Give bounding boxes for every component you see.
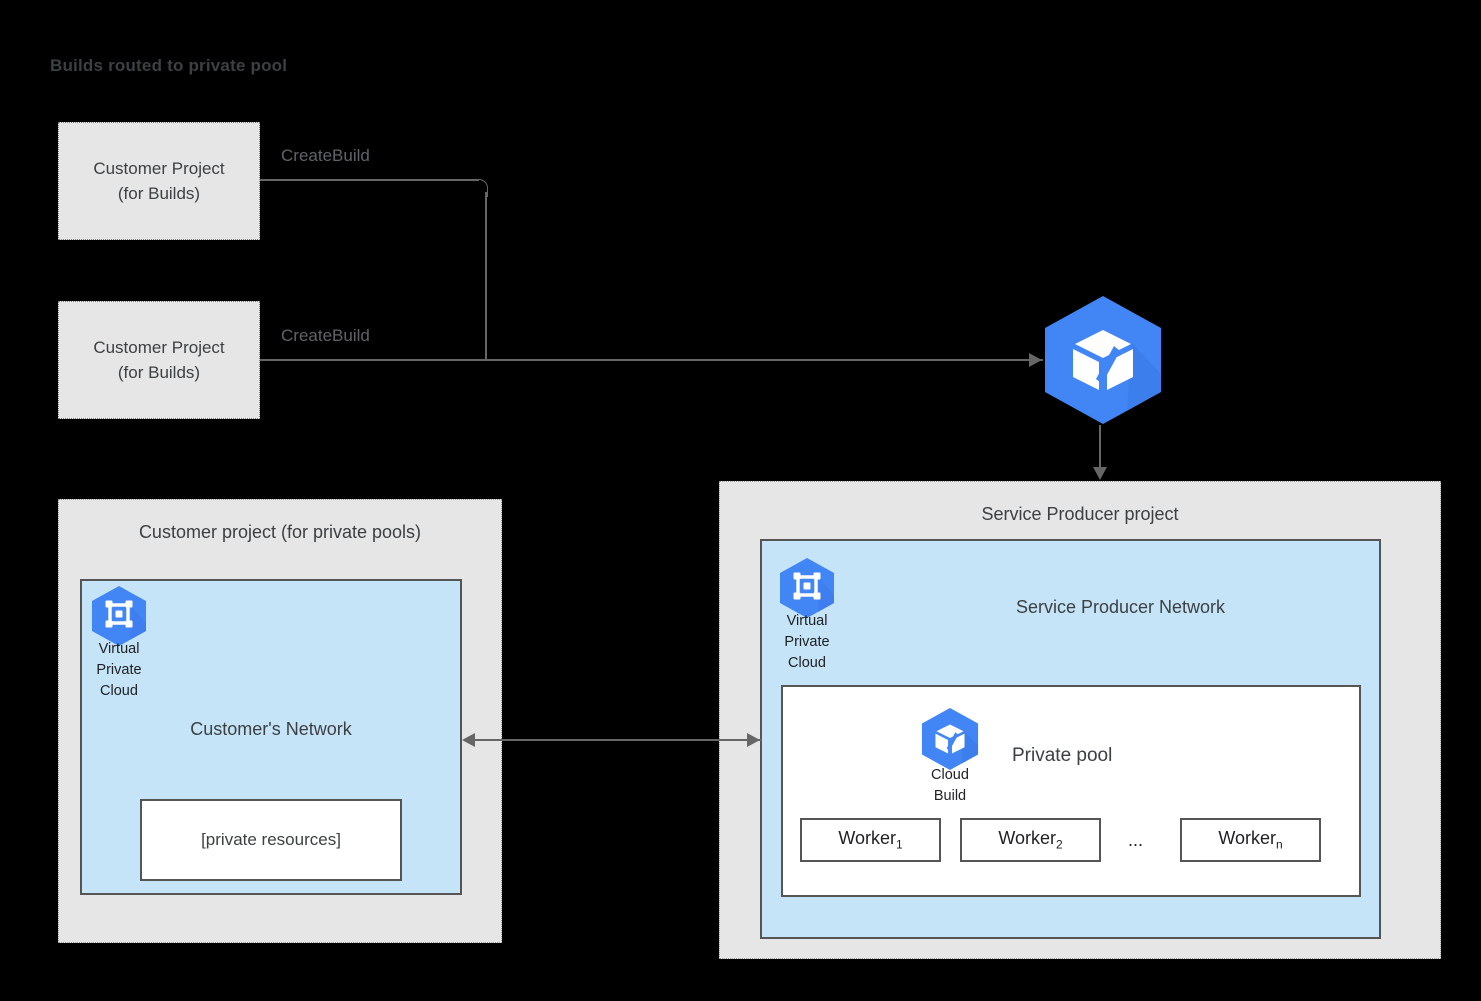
worker-ellipsis: ... [1128,830,1144,850]
connector-line-box1-horizontal [260,179,479,181]
connector-line-to-cloud-build [260,359,1043,361]
arrowhead-peering-right [747,733,760,747]
connector-corner-box1 [470,179,488,197]
customers-network-title: Customer's Network [190,719,352,739]
vpc-caption-line2: Private [784,634,830,650]
vpc-caption-line2: Private [96,662,142,678]
customer-private-pool-project-title: Customer project (for private pools) [138,522,422,542]
worker-label-1: Worker1 [838,828,903,852]
create-build-label-2: CreateBuild [281,326,370,345]
customer-project-builds-1-label: Customer Project (for Builds) [93,156,224,206]
vpc-caption-line3: Cloud [788,655,826,671]
worker-box-1[interactable]: Worker1 [800,818,941,862]
cloud-build-caption-line2: Build [933,788,967,804]
worker-label-2: Worker2 [998,828,1063,852]
project-name-line1: Customer Project [93,338,225,357]
project-name-line2: (for Builds) [117,184,201,203]
project-name-line2: (for Builds) [117,363,201,382]
cloud-build-caption-line1: Cloud [931,767,969,783]
arrowhead-peering-left [462,733,475,747]
private-pool-title: Private pool [1012,745,1113,766]
private-resources-label: [private resources] [201,830,341,849]
virtual-private-cloud-icon[interactable] [90,585,148,647]
vpc-caption-line1: Virtual [786,613,828,629]
vpc-caption-line1: Virtual [98,641,140,657]
customer-project-builds-2-label: Customer Project (for Builds) [93,335,224,385]
service-producer-network-title: Service Producer Network [1015,597,1226,617]
private-resources-box[interactable]: [private resources] [140,799,402,881]
cloud-build-icon[interactable] [1041,294,1165,426]
arrowhead-to-cloud-build [1029,353,1042,367]
project-name-line1: Customer Project [93,159,225,178]
arrowhead-to-service-producer [1093,467,1107,480]
virtual-private-cloud-icon[interactable] [778,557,836,619]
page-title: Builds routed to private pool [50,56,288,75]
customer-project-builds-1[interactable]: Customer Project (for Builds) [58,122,260,240]
service-producer-project-title: Service Producer project [981,504,1179,524]
vpc-caption-line3: Cloud [100,683,138,699]
private-pool-box[interactable] [781,685,1361,897]
create-build-label-1: CreateBuild [281,146,370,165]
cloud-build-icon[interactable] [920,707,980,771]
customer-project-builds-2[interactable]: Customer Project (for Builds) [58,301,260,419]
cloud-build-caption: Cloud Build [910,765,990,807]
worker-box-2[interactable]: Worker2 [960,818,1101,862]
vpc-caption-customer: Virtual Private Cloud [79,639,159,702]
connector-line-cloud-build-to-producer [1099,425,1101,468]
worker-box-n[interactable]: Workern [1180,818,1321,862]
connector-line-box1-vertical [485,192,487,360]
worker-label-n: Workern [1218,828,1283,852]
vpc-caption-service-producer: Virtual Private Cloud [767,611,847,674]
peering-connector-line [470,739,762,741]
